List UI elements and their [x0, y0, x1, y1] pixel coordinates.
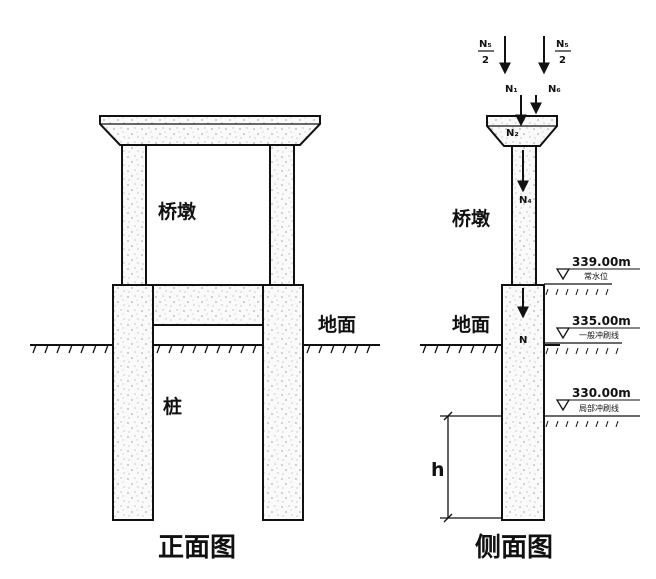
side-view: N₅ 2 N₅ 2 N₁ N₆ N₂ N₄ N 339.00m 常水位 335.… [420, 36, 640, 563]
front-view: 桥墩 地面 桩 正面图 [30, 115, 380, 563]
force-n5-right: N₅ 2 [555, 39, 571, 66]
level-330: 330.00m 局部冲刷线 [544, 386, 640, 428]
side-pier-label: 桥墩 [452, 207, 491, 230]
svg-text:2: 2 [559, 55, 566, 66]
force-n5-left: N₅ 2 [478, 39, 494, 66]
svg-text:常水位: 常水位 [584, 271, 608, 281]
front-column-right [269, 144, 295, 286]
side-ground-label: 地面 [452, 313, 490, 336]
side-view-title: 侧面图 [475, 533, 553, 563]
side-ground-hatch [422, 344, 499, 354]
level-339: 339.00m 常水位 [544, 255, 640, 296]
force-n2-label: N₂ [506, 128, 519, 139]
front-pile-left [112, 284, 154, 521]
svg-text:330.00m: 330.00m [572, 386, 631, 400]
pile-depth-label: h [431, 459, 445, 481]
force-n-pile-label: N [519, 335, 527, 346]
front-tie-beam [152, 284, 264, 326]
front-ground-label: 地面 [318, 313, 356, 336]
force-n4-label: N₄ [519, 195, 532, 206]
force-arrows [499, 36, 550, 319]
force-n1-label: N₁ [505, 84, 518, 95]
front-pile-right [262, 284, 304, 521]
front-ground-hatch [32, 344, 371, 354]
svg-text:339.00m: 339.00m [572, 255, 631, 269]
front-pier-label: 桥墩 [158, 200, 197, 223]
pile-depth-dimension [440, 411, 502, 523]
front-column-left [121, 144, 147, 286]
svg-text:一般冲刷线: 一般冲刷线 [579, 330, 619, 340]
side-pile [501, 284, 545, 521]
front-cap-beam [99, 115, 321, 146]
svg-text:335.00m: 335.00m [572, 314, 631, 328]
front-pile-label: 桩 [163, 395, 182, 418]
svg-text:2: 2 [482, 55, 489, 66]
force-n6-label: N₆ [548, 84, 561, 95]
svg-text:局部冲刷线: 局部冲刷线 [579, 403, 619, 413]
level-335: 335.00m 一般冲刷线 [544, 314, 640, 355]
svg-text:N₅: N₅ [479, 39, 492, 50]
front-view-title: 正面图 [158, 533, 236, 563]
svg-text:N₅: N₅ [556, 39, 569, 50]
